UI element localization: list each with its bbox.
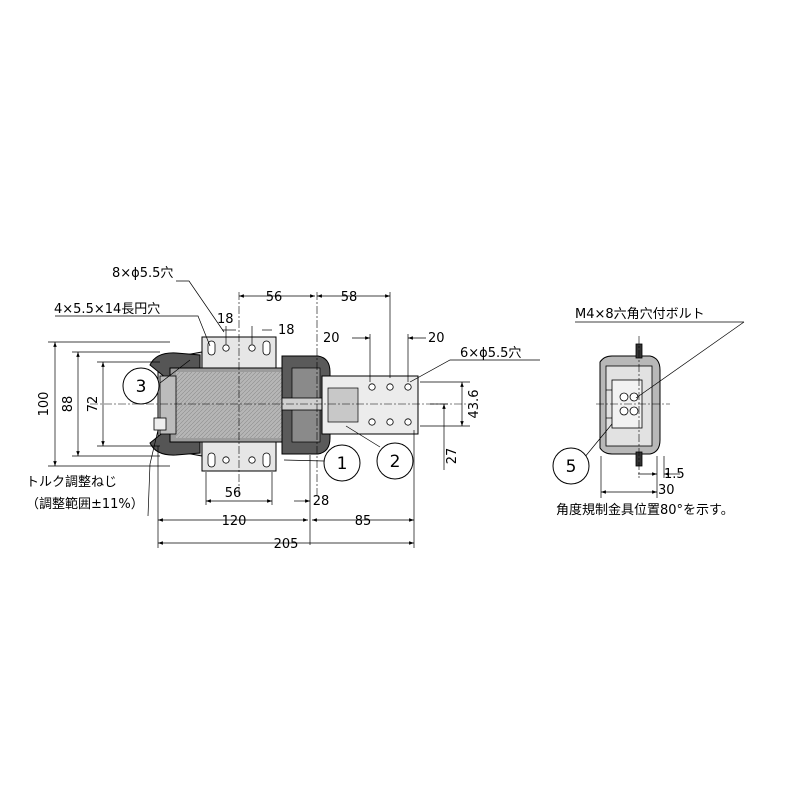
main-view-labels: 8×ϕ5.5穴 4×5.5×14長円穴 6×ϕ5.5穴 トルク調整ねじ （調整範… xyxy=(26,266,521,552)
balloon-3-text: 3 xyxy=(136,377,147,397)
balloon-1-text: 1 xyxy=(337,454,348,474)
side-view-labels: M4×8六角穴付ボルト 1.5 30 角度規制金具位置80°を示す。 xyxy=(556,307,734,518)
callout-bolt: M4×8六角穴付ボルト xyxy=(575,307,705,322)
bracket-holes xyxy=(368,383,412,426)
dim-b-120: 120 xyxy=(222,514,247,529)
balloon-2-text: 2 xyxy=(390,452,401,472)
bracket-inner xyxy=(327,387,359,423)
dim-s-30: 30 xyxy=(658,483,675,498)
dim-h-88: 88 xyxy=(61,396,76,413)
dim-r-43-6: 43.6 xyxy=(467,390,482,419)
dim-b-56: 56 xyxy=(225,486,242,501)
slots xyxy=(207,340,271,468)
dim-s-1-5: 1.5 xyxy=(664,467,685,482)
plate-holes xyxy=(222,344,256,464)
balloon-leaders xyxy=(159,359,381,462)
dim-b-205: 205 xyxy=(274,537,299,552)
dim-top-18a: 18 xyxy=(217,312,234,327)
dim-b-85: 85 xyxy=(355,514,372,529)
balloon-3: 3 xyxy=(122,367,160,405)
hinge-side-view xyxy=(596,336,670,478)
hinge-body-shade xyxy=(176,372,296,438)
side-dimension-lines xyxy=(575,321,745,498)
dim-top-58: 58 xyxy=(341,290,358,305)
dim-top-20a: 20 xyxy=(323,331,340,346)
balloon-5: 5 xyxy=(552,447,590,485)
dim-r-27: 27 xyxy=(445,448,460,465)
balloon-2: 2 xyxy=(376,442,414,480)
callout-torque-1: トルク調整ねじ xyxy=(26,475,117,490)
callout-8-holes: 8×ϕ5.5穴 xyxy=(112,266,173,281)
dim-b-28: 28 xyxy=(313,494,330,509)
dim-h-72: 72 xyxy=(86,396,101,413)
callout-torque-2: （調整範囲±11%） xyxy=(26,497,144,512)
hinge-main-view xyxy=(90,292,470,495)
dim-h-100: 100 xyxy=(37,392,52,417)
balloon-5-text: 5 xyxy=(566,457,577,477)
dim-top-56: 56 xyxy=(266,290,283,305)
main-dimension-lines xyxy=(48,280,540,548)
callout-6-holes: 6×ϕ5.5穴 xyxy=(460,346,521,361)
note-angle: 角度規制金具位置80°を示す。 xyxy=(556,502,734,518)
dim-top-18b: 18 xyxy=(278,323,295,338)
callout-4-slots: 4×5.5×14長円穴 xyxy=(54,302,160,317)
torque-screw-head xyxy=(153,417,167,431)
side-bolts xyxy=(619,392,639,416)
balloon-1: 1 xyxy=(323,444,361,482)
dim-top-20b: 20 xyxy=(428,331,445,346)
